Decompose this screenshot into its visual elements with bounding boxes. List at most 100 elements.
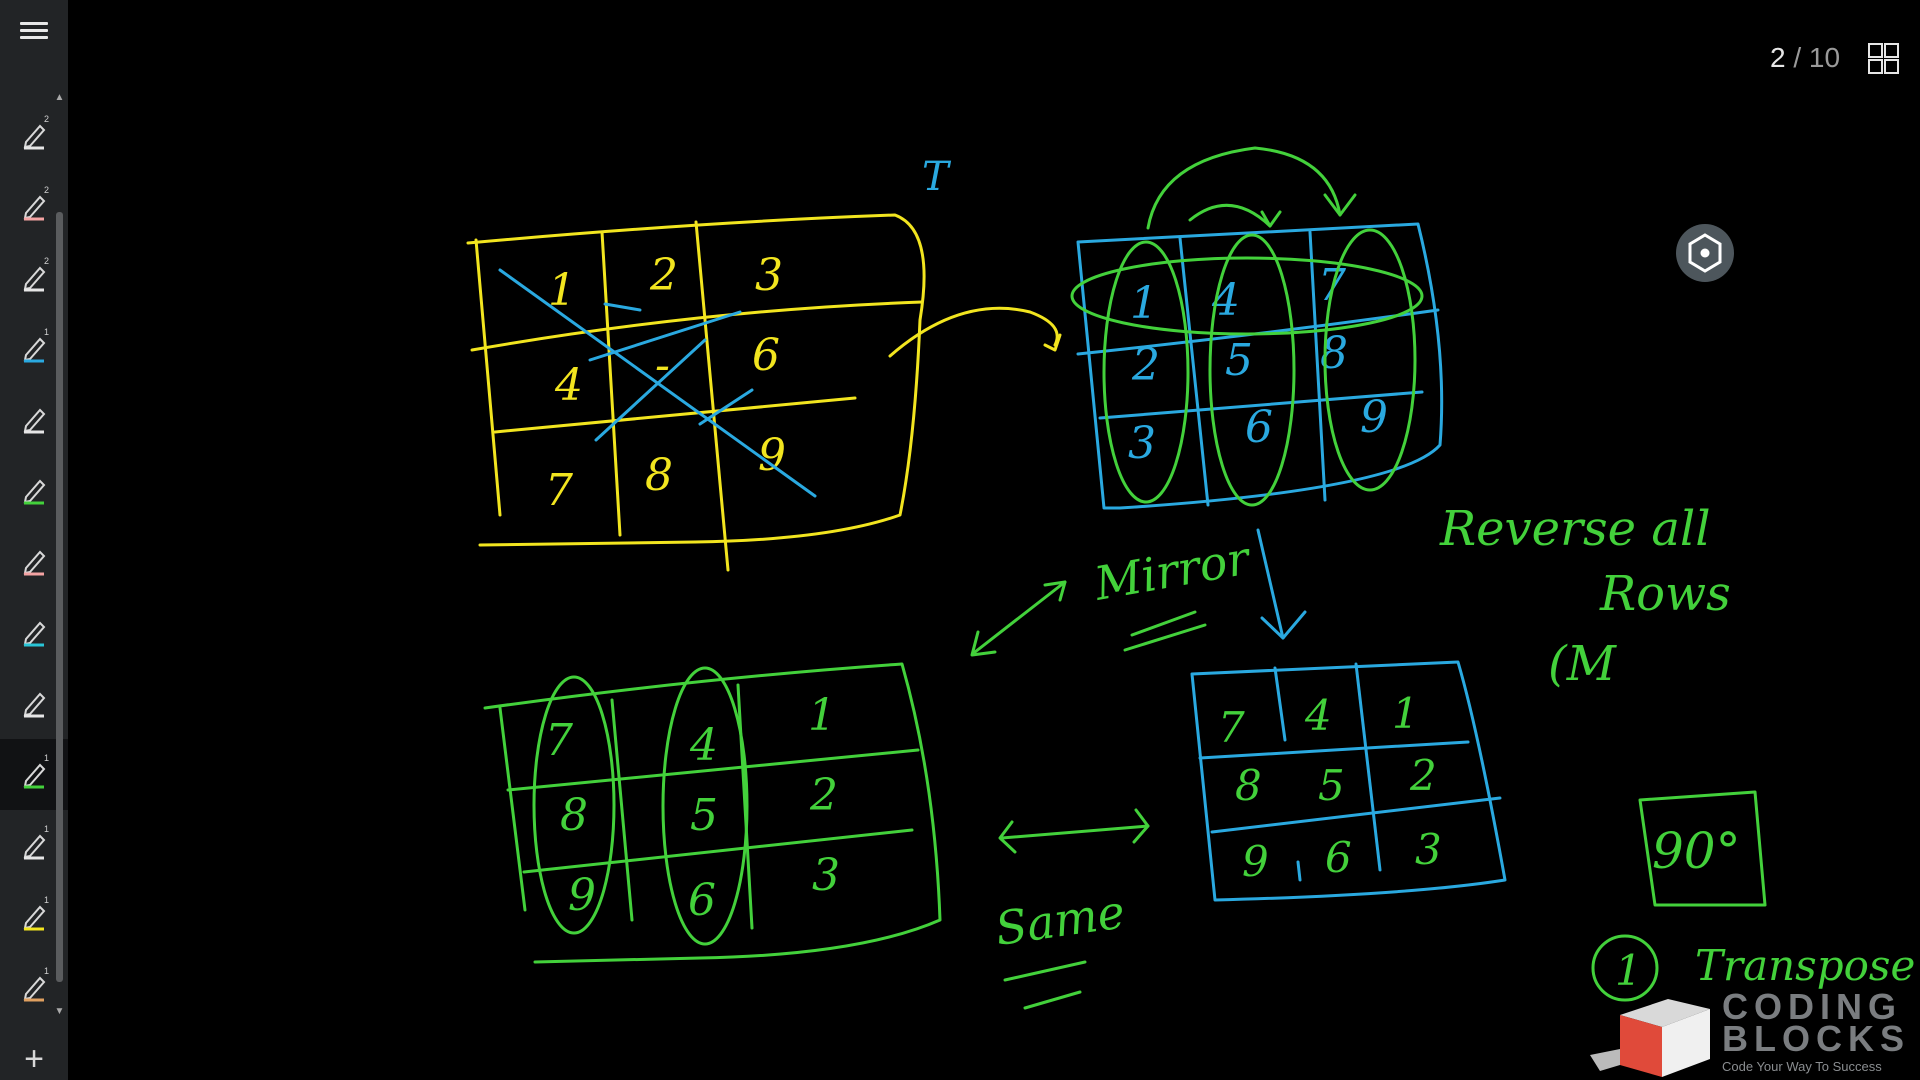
degrees-label: 90° — [1652, 822, 1741, 880]
grid-cell: 6 — [688, 875, 716, 926]
pen-icon — [23, 905, 46, 931]
grid-cell: 6 — [1325, 833, 1352, 882]
pen-tool-7[interactable] — [0, 526, 68, 597]
pen-tool-8[interactable] — [0, 597, 68, 668]
grid-cell: 2 — [1131, 340, 1160, 391]
grid-cell: 3 — [812, 850, 840, 901]
same-label: Same — [992, 884, 1128, 956]
grid-cell: 5 — [1318, 761, 1345, 810]
scroll-thumb[interactable] — [56, 212, 63, 982]
grid-cell: 5 — [1225, 335, 1253, 386]
toolbar-scrollbar[interactable]: ▲ ▼ — [53, 92, 66, 1017]
logo-tagline: Code Your Way To Success — [1722, 1059, 1882, 1074]
pen-tool-badge: 1 — [44, 824, 50, 834]
pen-icon — [23, 834, 46, 860]
grid-cell: 4 — [1304, 691, 1332, 740]
pen-tool-badge: 1 — [44, 327, 50, 337]
grid-cell: 5 — [690, 790, 718, 841]
transpose-label: Transpose — [1695, 941, 1915, 990]
grid-rotated-cells: 7 4 1 8 5 2 9 6 3 — [1218, 689, 1442, 886]
reverse-line1: Reverse all — [1439, 501, 1711, 557]
pen-tool-4[interactable]: 1 — [0, 313, 68, 384]
grid-cell: 8 — [1235, 761, 1262, 810]
grid-cell: 1 — [1130, 278, 1158, 329]
pen-tool-11[interactable]: 1 — [0, 810, 68, 881]
pen-tool-6[interactable] — [0, 455, 68, 526]
pen-icon — [23, 408, 46, 434]
step-number: 1 — [1615, 946, 1642, 995]
down-arrow — [1256, 528, 1307, 640]
floating-action-button[interactable] — [1676, 224, 1734, 282]
degrees-box — [1638, 790, 1767, 907]
add-tool-button[interactable]: + — [24, 1040, 44, 1078]
pen-icon — [23, 337, 46, 363]
step-circle — [1591, 934, 1659, 1002]
mirror-label: Mirror — [1090, 530, 1256, 611]
page-grid-icon[interactable] — [1868, 43, 1900, 75]
mirror-arrow — [970, 580, 1207, 657]
pen-icon — [23, 692, 46, 718]
pen-tool-3[interactable]: 2 — [0, 242, 68, 313]
grid-cell: 1 — [1392, 689, 1419, 738]
pen-tool-badge: 2 — [44, 114, 50, 124]
grid-cell: 1 — [808, 690, 836, 741]
menu-icon[interactable] — [14, 18, 54, 58]
pen-icon — [23, 550, 46, 576]
grid-cell: 7 — [1218, 703, 1245, 752]
grid-cell: 2 — [649, 250, 678, 301]
hexagon-target-icon — [1688, 233, 1722, 273]
grid-cell: 4 — [689, 720, 718, 771]
grid-cell: 8 — [645, 450, 673, 501]
pen-tool-badge: 1 — [44, 966, 50, 976]
column-ellipses — [1070, 146, 1424, 507]
diagonal-swap-arrows — [498, 268, 817, 498]
grid-cell: 3 — [1128, 418, 1156, 469]
grid-rotated: 7 4 1 8 5 2 9 6 3 — [1190, 660, 1507, 902]
pen-icon — [23, 621, 46, 647]
grid-cell: 9 — [568, 870, 596, 921]
page-separator: / — [1793, 42, 1802, 73]
pen-tool-5[interactable] — [0, 384, 68, 455]
grid-cell: 4 — [554, 360, 583, 411]
pen-tool-12[interactable]: 1 — [0, 881, 68, 952]
cursor-mark: T — [922, 154, 952, 200]
watermark-logo: CODING BLOCKS Code Your Way To Success — [1590, 985, 1904, 1080]
pen-tool-badge: 2 — [44, 256, 50, 266]
pen-icon — [23, 195, 46, 221]
grid-cell: 9 — [1242, 837, 1269, 886]
grid-cell: 3 — [755, 250, 783, 301]
pen-tool-badge: 1 — [44, 753, 50, 763]
scroll-down-icon[interactable]: ▼ — [54, 1006, 65, 1017]
page-indicator: 2 / 10 — [1770, 42, 1840, 74]
tools-sidebar: 2 2 2 1 1 1 1 1 ▲ ▼ + — [0, 0, 68, 1080]
page-total: 10 — [1808, 42, 1841, 73]
reverse-line2: Rows — [1599, 566, 1731, 622]
grid-cell: 9 — [1360, 392, 1388, 443]
reverse-note: Reverse all Rows (M — [1439, 501, 1731, 692]
pen-icon — [23, 763, 46, 789]
grid-cell: 6 — [1245, 402, 1273, 453]
logo-name-line1: CODING — [1722, 986, 1902, 1027]
pen-tool-badge: 1 — [44, 895, 50, 905]
grid-cell: 2 — [809, 770, 838, 821]
pen-icon — [23, 976, 46, 1002]
logo-cube-icon — [1590, 999, 1710, 1077]
pen-tool-13[interactable]: 1 — [0, 952, 68, 1023]
grid-cell: 2 — [1409, 751, 1437, 800]
scroll-up-icon[interactable]: ▲ — [54, 92, 65, 103]
pen-tool-2[interactable]: 2 — [0, 171, 68, 242]
pen-tool-9[interactable] — [0, 668, 68, 739]
grid-cell: 8 — [560, 790, 588, 841]
pen-tool-1[interactable]: 2 — [0, 100, 68, 171]
pen-icon — [23, 266, 46, 292]
grid-cell: 3 — [1415, 825, 1442, 874]
grid-cell: 7 — [545, 465, 573, 516]
transpose-arrow — [888, 306, 1062, 358]
